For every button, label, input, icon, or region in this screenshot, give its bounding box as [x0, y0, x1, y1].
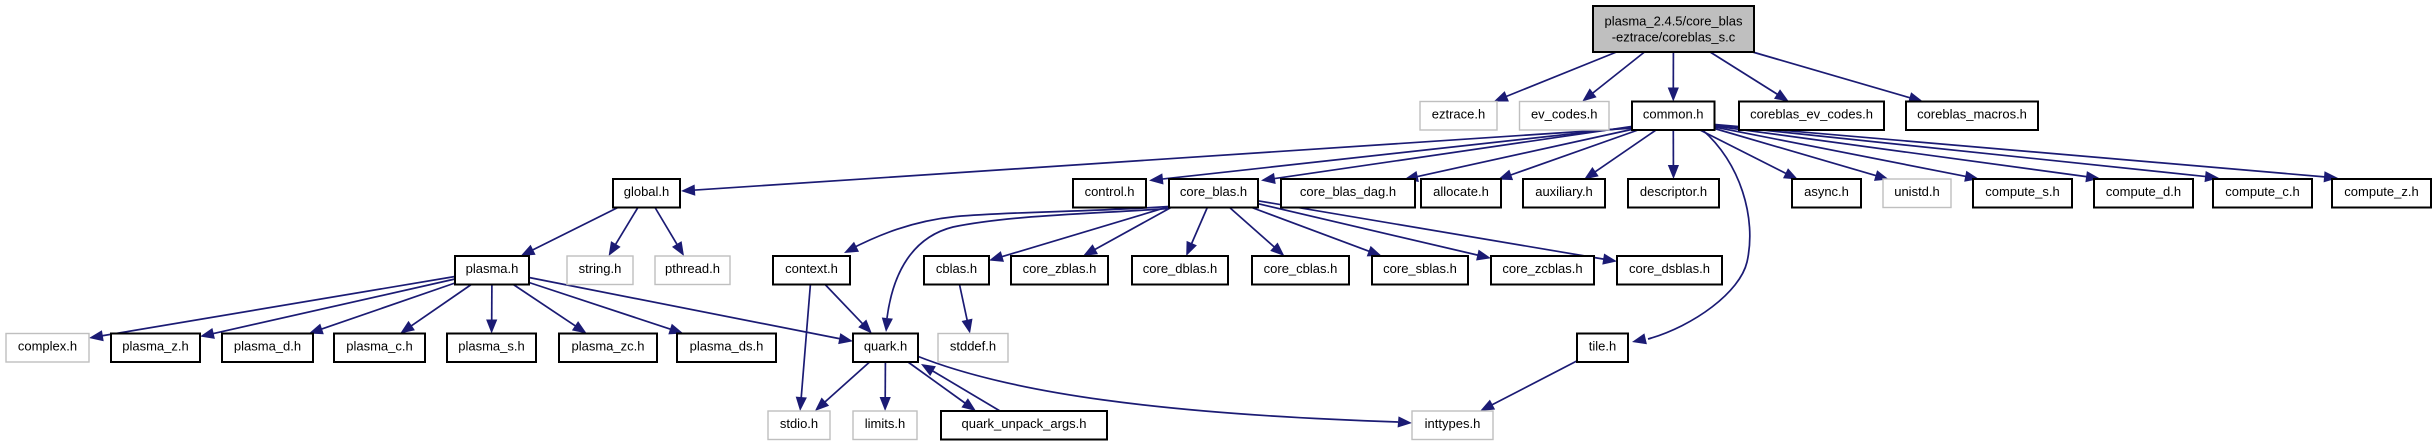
- svg-text:core_dsblas.h: core_dsblas.h: [1629, 261, 1710, 276]
- svg-text:auxiliary.h: auxiliary.h: [1535, 184, 1593, 199]
- svg-text:global.h: global.h: [624, 184, 670, 199]
- svg-text:pthread.h: pthread.h: [665, 261, 720, 276]
- svg-text:unistd.h: unistd.h: [1894, 184, 1940, 199]
- svg-text:tile.h: tile.h: [1589, 339, 1616, 354]
- svg-text:quark.h: quark.h: [864, 339, 907, 354]
- svg-text:control.h: control.h: [1085, 184, 1135, 199]
- svg-text:stddef.h: stddef.h: [950, 339, 996, 354]
- svg-text:cblas.h: cblas.h: [936, 261, 977, 276]
- svg-text:complex.h: complex.h: [18, 339, 77, 354]
- svg-text:core_cblas.h: core_cblas.h: [1264, 261, 1338, 276]
- svg-text:ev_codes.h: ev_codes.h: [1531, 107, 1598, 122]
- svg-text:core_blas.h: core_blas.h: [1180, 184, 1247, 199]
- svg-text:stdio.h: stdio.h: [780, 416, 818, 431]
- svg-text:core_zcblas.h: core_zcblas.h: [1502, 261, 1582, 276]
- svg-text:core_sblas.h: core_sblas.h: [1383, 261, 1457, 276]
- svg-text:plasma_d.h: plasma_d.h: [234, 339, 301, 354]
- svg-text:core_dblas.h: core_dblas.h: [1143, 261, 1217, 276]
- svg-text:coreblas_macros.h: coreblas_macros.h: [1917, 107, 2027, 122]
- svg-text:compute_d.h: compute_d.h: [2106, 184, 2181, 199]
- svg-text:core_blas_dag.h: core_blas_dag.h: [1300, 184, 1396, 199]
- svg-text:eztrace.h: eztrace.h: [1432, 107, 1485, 122]
- svg-text:compute_c.h: compute_c.h: [2225, 184, 2299, 199]
- svg-text:compute_z.h: compute_z.h: [2344, 184, 2418, 199]
- svg-text:plasma_ds.h: plasma_ds.h: [690, 339, 764, 354]
- svg-text:inttypes.h: inttypes.h: [1425, 416, 1481, 431]
- svg-text:plasma_s.h: plasma_s.h: [458, 339, 524, 354]
- svg-text:core_zblas.h: core_zblas.h: [1023, 261, 1097, 276]
- svg-text:quark_unpack_args.h: quark_unpack_args.h: [961, 416, 1086, 431]
- svg-text:plasma_z.h: plasma_z.h: [122, 339, 188, 354]
- svg-text:compute_s.h: compute_s.h: [1985, 184, 2059, 199]
- svg-text:common.h: common.h: [1643, 107, 1704, 122]
- svg-text:descriptor.h: descriptor.h: [1640, 184, 1707, 199]
- svg-text:limits.h: limits.h: [865, 416, 905, 431]
- svg-text:string.h: string.h: [579, 261, 622, 276]
- svg-text:plasma_2.4.5/core_blas: plasma_2.4.5/core_blas: [1604, 14, 1743, 29]
- svg-text:coreblas_ev_codes.h: coreblas_ev_codes.h: [1750, 107, 1873, 122]
- svg-text:plasma_zc.h: plasma_zc.h: [572, 339, 645, 354]
- svg-text:context.h: context.h: [785, 261, 838, 276]
- svg-text:-eztrace/coreblas_s.c: -eztrace/coreblas_s.c: [1612, 30, 1736, 45]
- svg-text:plasma.h: plasma.h: [466, 261, 519, 276]
- svg-text:plasma_c.h: plasma_c.h: [346, 339, 412, 354]
- svg-text:allocate.h: allocate.h: [1433, 184, 1489, 199]
- svg-text:async.h: async.h: [1804, 184, 1849, 199]
